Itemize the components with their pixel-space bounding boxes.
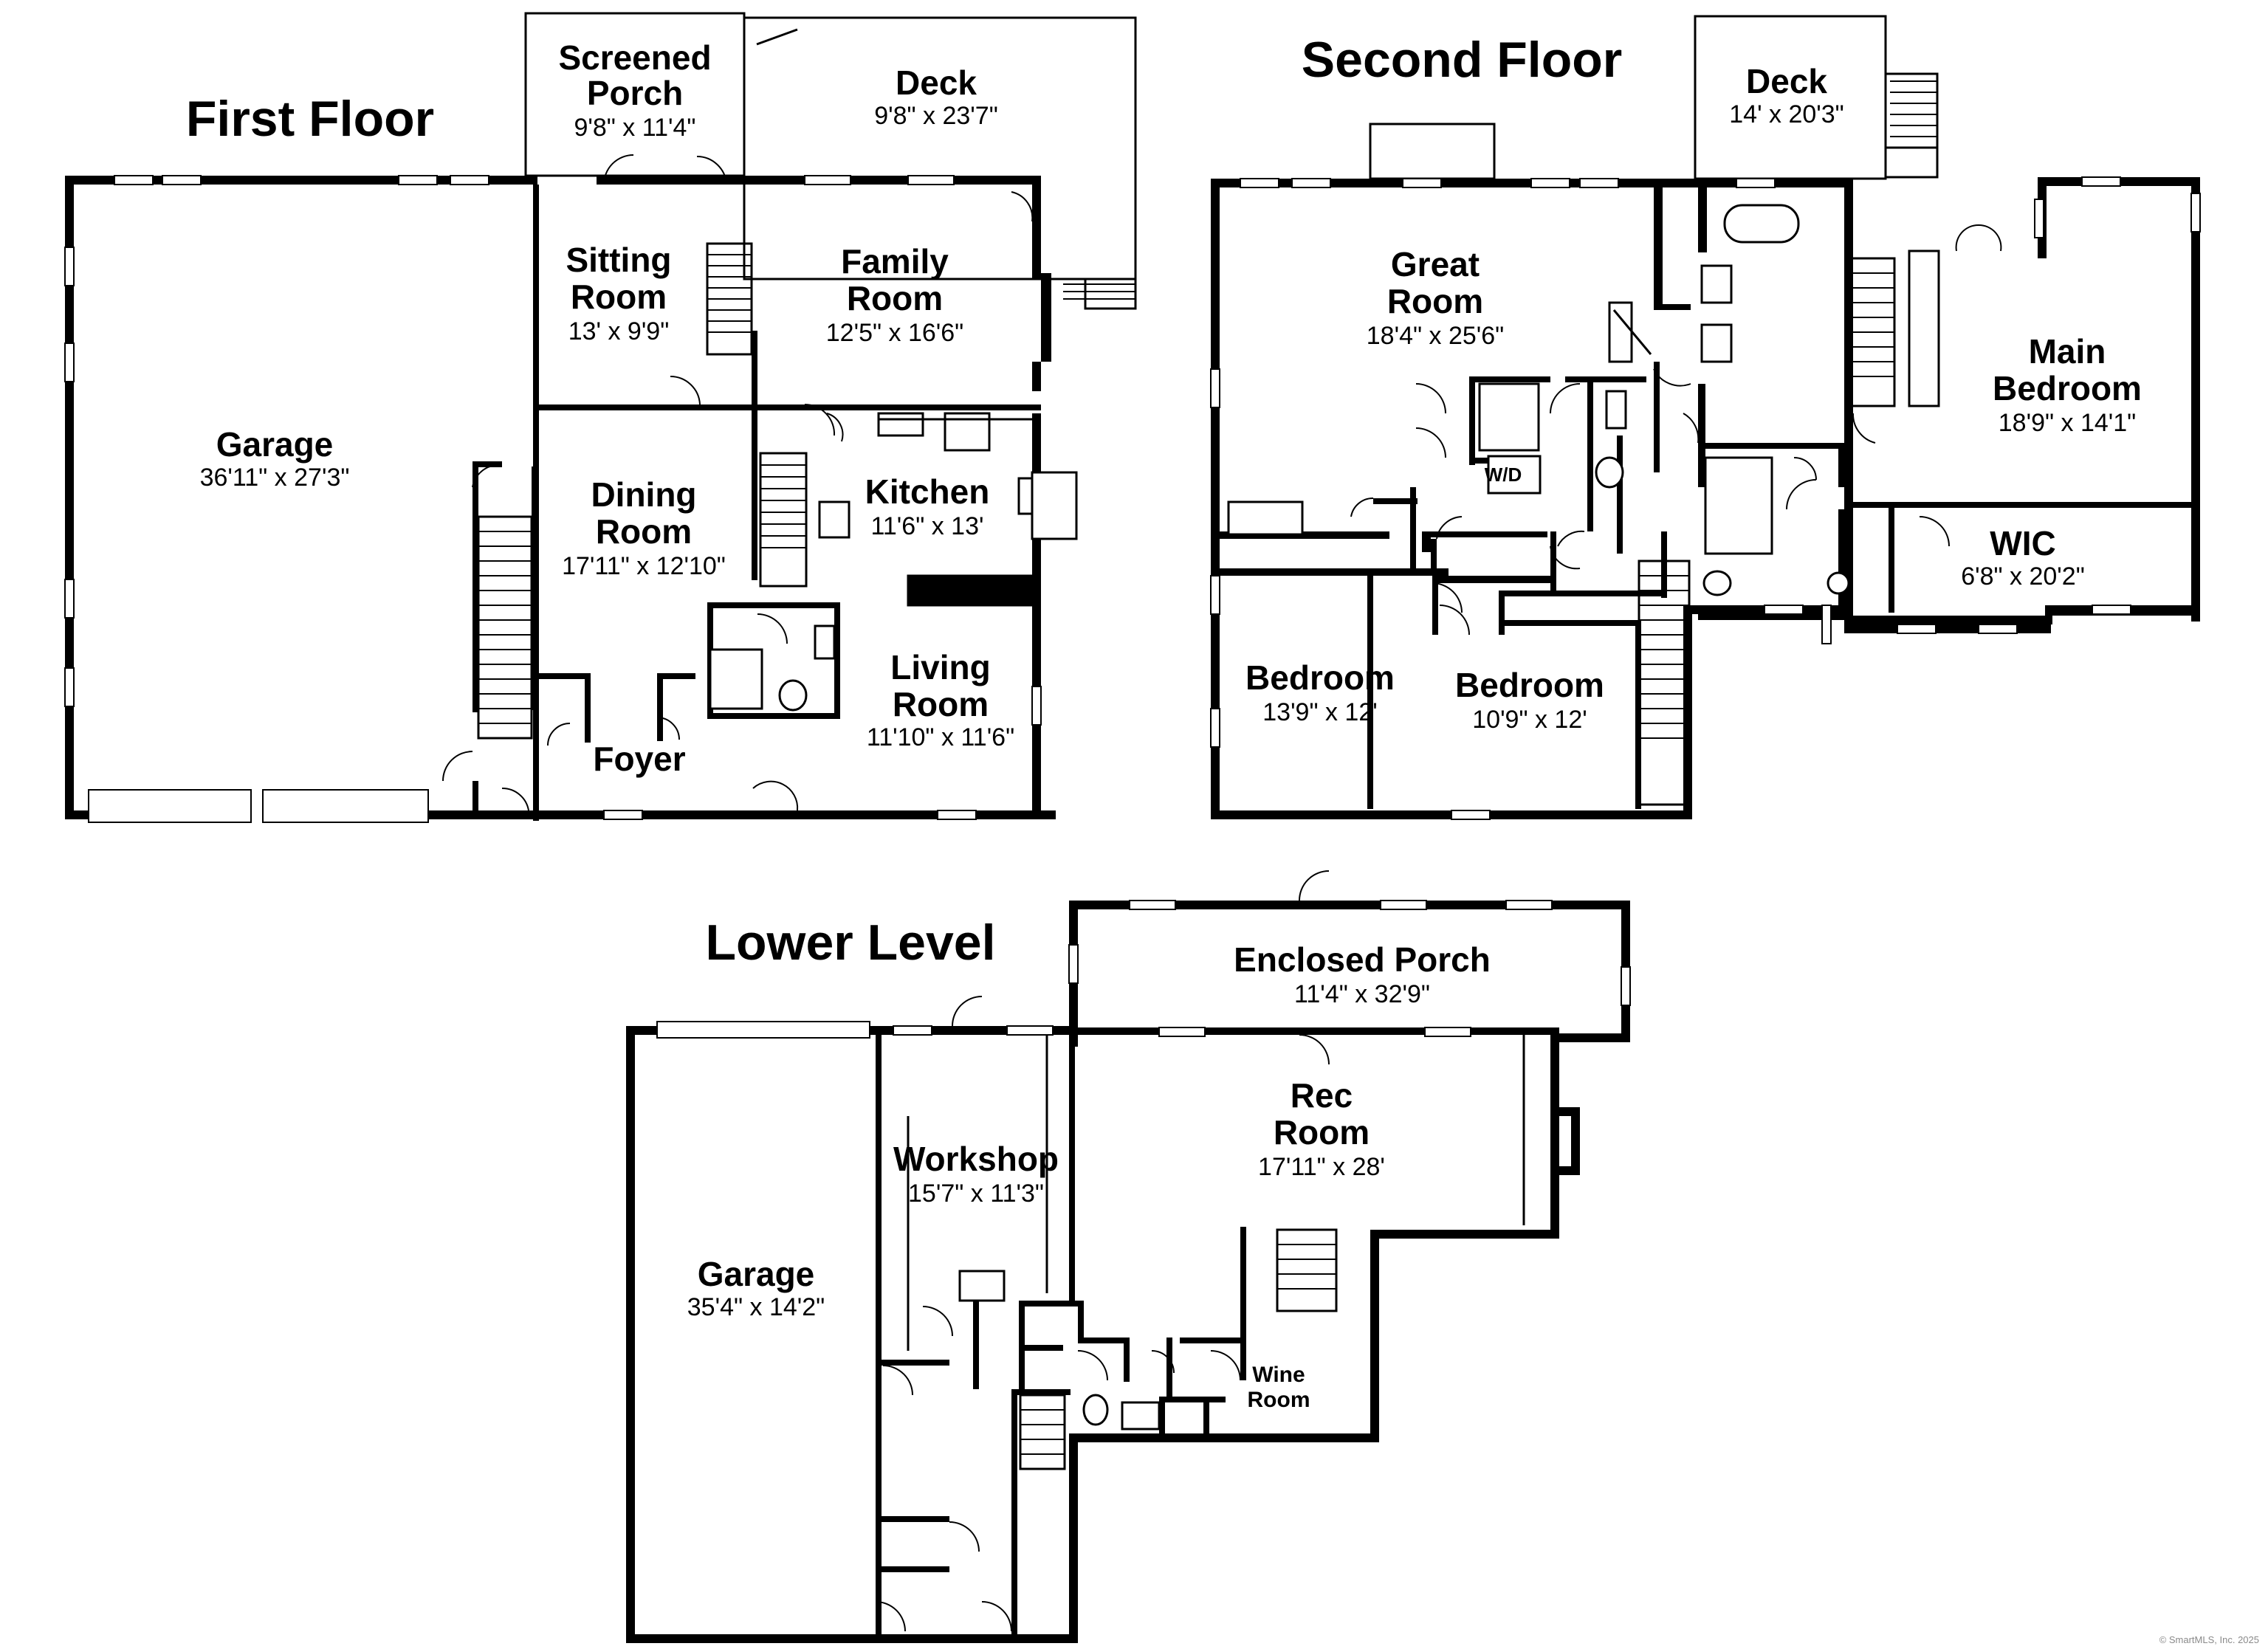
- room-garage-lower: Garage 35'4" x 14'2": [687, 1255, 825, 1321]
- room-sitting-room: Sitting Room 13' x 9'9": [566, 241, 671, 345]
- svg-text:13' x 9'9": 13' x 9'9": [568, 317, 670, 345]
- svg-text:Living: Living: [890, 648, 990, 686]
- room-rec-room: Rec Room 17'11" x 28': [1258, 1076, 1385, 1181]
- room-screened-porch: Screened Porch 9'8" x 11'4": [558, 38, 711, 142]
- room-workshop: Workshop 15'7" x 11'3": [893, 1140, 1059, 1208]
- svg-text:Room: Room: [893, 685, 989, 723]
- room-main-bedroom: Main Bedroom 18'9" x 14'1": [1993, 332, 2142, 437]
- svg-text:17'11" x 28': 17'11" x 28': [1258, 1153, 1385, 1181]
- room-dining-room: Dining Room 17'11" x 12'10": [562, 475, 726, 580]
- room-great-room: Great Room 18'4" x 25'6": [1367, 245, 1504, 350]
- svg-text:9'8" x 11'4": 9'8" x 11'4": [574, 114, 695, 142]
- svg-text:12'5" x 16'6": 12'5" x 16'6": [826, 319, 963, 347]
- svg-text:Bedroom: Bedroom: [1455, 666, 1604, 704]
- svg-text:13'9" x 12': 13'9" x 12': [1262, 698, 1378, 726]
- svg-text:Garage: Garage: [216, 425, 334, 464]
- svg-text:14' x 20'3": 14' x 20'3": [1729, 100, 1844, 128]
- room-wic: WIC 6'8" x 20'2": [1961, 524, 2085, 591]
- laundry-label: W/D: [1485, 464, 1522, 486]
- svg-text:Great: Great: [1391, 245, 1480, 283]
- second-floor-plan: Second Floor Deck 14' x 20'3" Great Room…: [1210, 15, 2201, 820]
- svg-text:15'7" x 11'3": 15'7" x 11'3": [908, 1180, 1044, 1208]
- svg-text:36'11" x 27'3": 36'11" x 27'3": [200, 464, 350, 492]
- svg-text:Room: Room: [596, 512, 692, 551]
- lower-level-title: Lower Level: [705, 915, 995, 971]
- svg-text:Sitting: Sitting: [566, 241, 671, 279]
- svg-text:Main: Main: [2029, 332, 2106, 371]
- room-garage-first: Garage 36'11" x 27'3": [200, 425, 350, 492]
- svg-text:17'11" x 12'10": 17'11" x 12'10": [562, 552, 726, 580]
- room-enclosed-porch: Enclosed Porch 11'4" x 32'9": [1234, 940, 1491, 1008]
- svg-text:Kitchen: Kitchen: [865, 472, 990, 511]
- svg-text:6'8" x 20'2": 6'8" x 20'2": [1961, 562, 2085, 591]
- svg-text:Wine: Wine: [1252, 1363, 1305, 1387]
- svg-text:Bedroom: Bedroom: [1245, 658, 1395, 697]
- svg-text:35'4" x 14'2": 35'4" x 14'2": [687, 1293, 825, 1321]
- svg-text:Enclosed Porch: Enclosed Porch: [1234, 940, 1491, 979]
- svg-text:9'8" x 23'7": 9'8" x 23'7": [874, 102, 998, 130]
- room-family-room: Family Room 12'5" x 16'6": [826, 242, 963, 347]
- svg-text:Dining: Dining: [591, 475, 696, 514]
- svg-text:Deck: Deck: [896, 63, 977, 102]
- svg-text:Rec: Rec: [1291, 1076, 1353, 1115]
- svg-text:Room: Room: [571, 278, 667, 316]
- first-floor-plan: First Floor Screened Porch 9'8" x 11'4" …: [64, 12, 1137, 823]
- svg-text:11'6" x 13': 11'6" x 13': [871, 512, 984, 540]
- svg-text:Room: Room: [847, 279, 943, 317]
- svg-text:Family: Family: [841, 242, 949, 280]
- svg-text:Bedroom: Bedroom: [1993, 369, 2142, 407]
- svg-text:Room: Room: [1274, 1113, 1370, 1151]
- svg-text:18'9" x 14'1": 18'9" x 14'1": [1999, 409, 2136, 437]
- room-living-room: Living Room 11'10" x 11'6": [867, 648, 1014, 751]
- svg-text:Screened: Screened: [558, 38, 711, 77]
- svg-text:10'9" x 12': 10'9" x 12': [1472, 706, 1587, 734]
- svg-text:Workshop: Workshop: [893, 1140, 1059, 1178]
- svg-text:Room: Room: [1387, 282, 1483, 320]
- svg-text:Porch: Porch: [587, 74, 683, 112]
- room-deck-first: Deck 9'8" x 23'7": [874, 63, 998, 130]
- svg-text:11'4" x 32'9": 11'4" x 32'9": [1294, 980, 1430, 1008]
- room-wine-room: Wine Room: [1248, 1363, 1310, 1412]
- svg-text:Room: Room: [1248, 1388, 1310, 1412]
- svg-text:WIC: WIC: [1990, 524, 2055, 562]
- copyright-notice: © SmartMLS, Inc. 2025: [2159, 1634, 2259, 1645]
- room-bedroom-2: Bedroom 10'9" x 12': [1455, 666, 1604, 734]
- room-bedroom-1: Bedroom 13'9" x 12': [1245, 658, 1395, 726]
- room-kitchen: Kitchen 11'6" x 13': [865, 472, 990, 540]
- room-foyer: Foyer: [593, 740, 685, 778]
- svg-text:18'4" x 25'6": 18'4" x 25'6": [1367, 322, 1504, 350]
- first-floor-title: First Floor: [186, 91, 434, 147]
- room-deck-second: Deck 14' x 20'3": [1729, 62, 1844, 128]
- svg-text:Garage: Garage: [698, 1255, 815, 1293]
- second-floor-title: Second Floor: [1302, 32, 1622, 88]
- svg-text:11'10" x 11'6": 11'10" x 11'6": [867, 723, 1014, 751]
- lower-level-plan: Lower Level Enclosed Porch 11'4" x 32'9"…: [626, 870, 1631, 1643]
- svg-text:Deck: Deck: [1746, 62, 1827, 100]
